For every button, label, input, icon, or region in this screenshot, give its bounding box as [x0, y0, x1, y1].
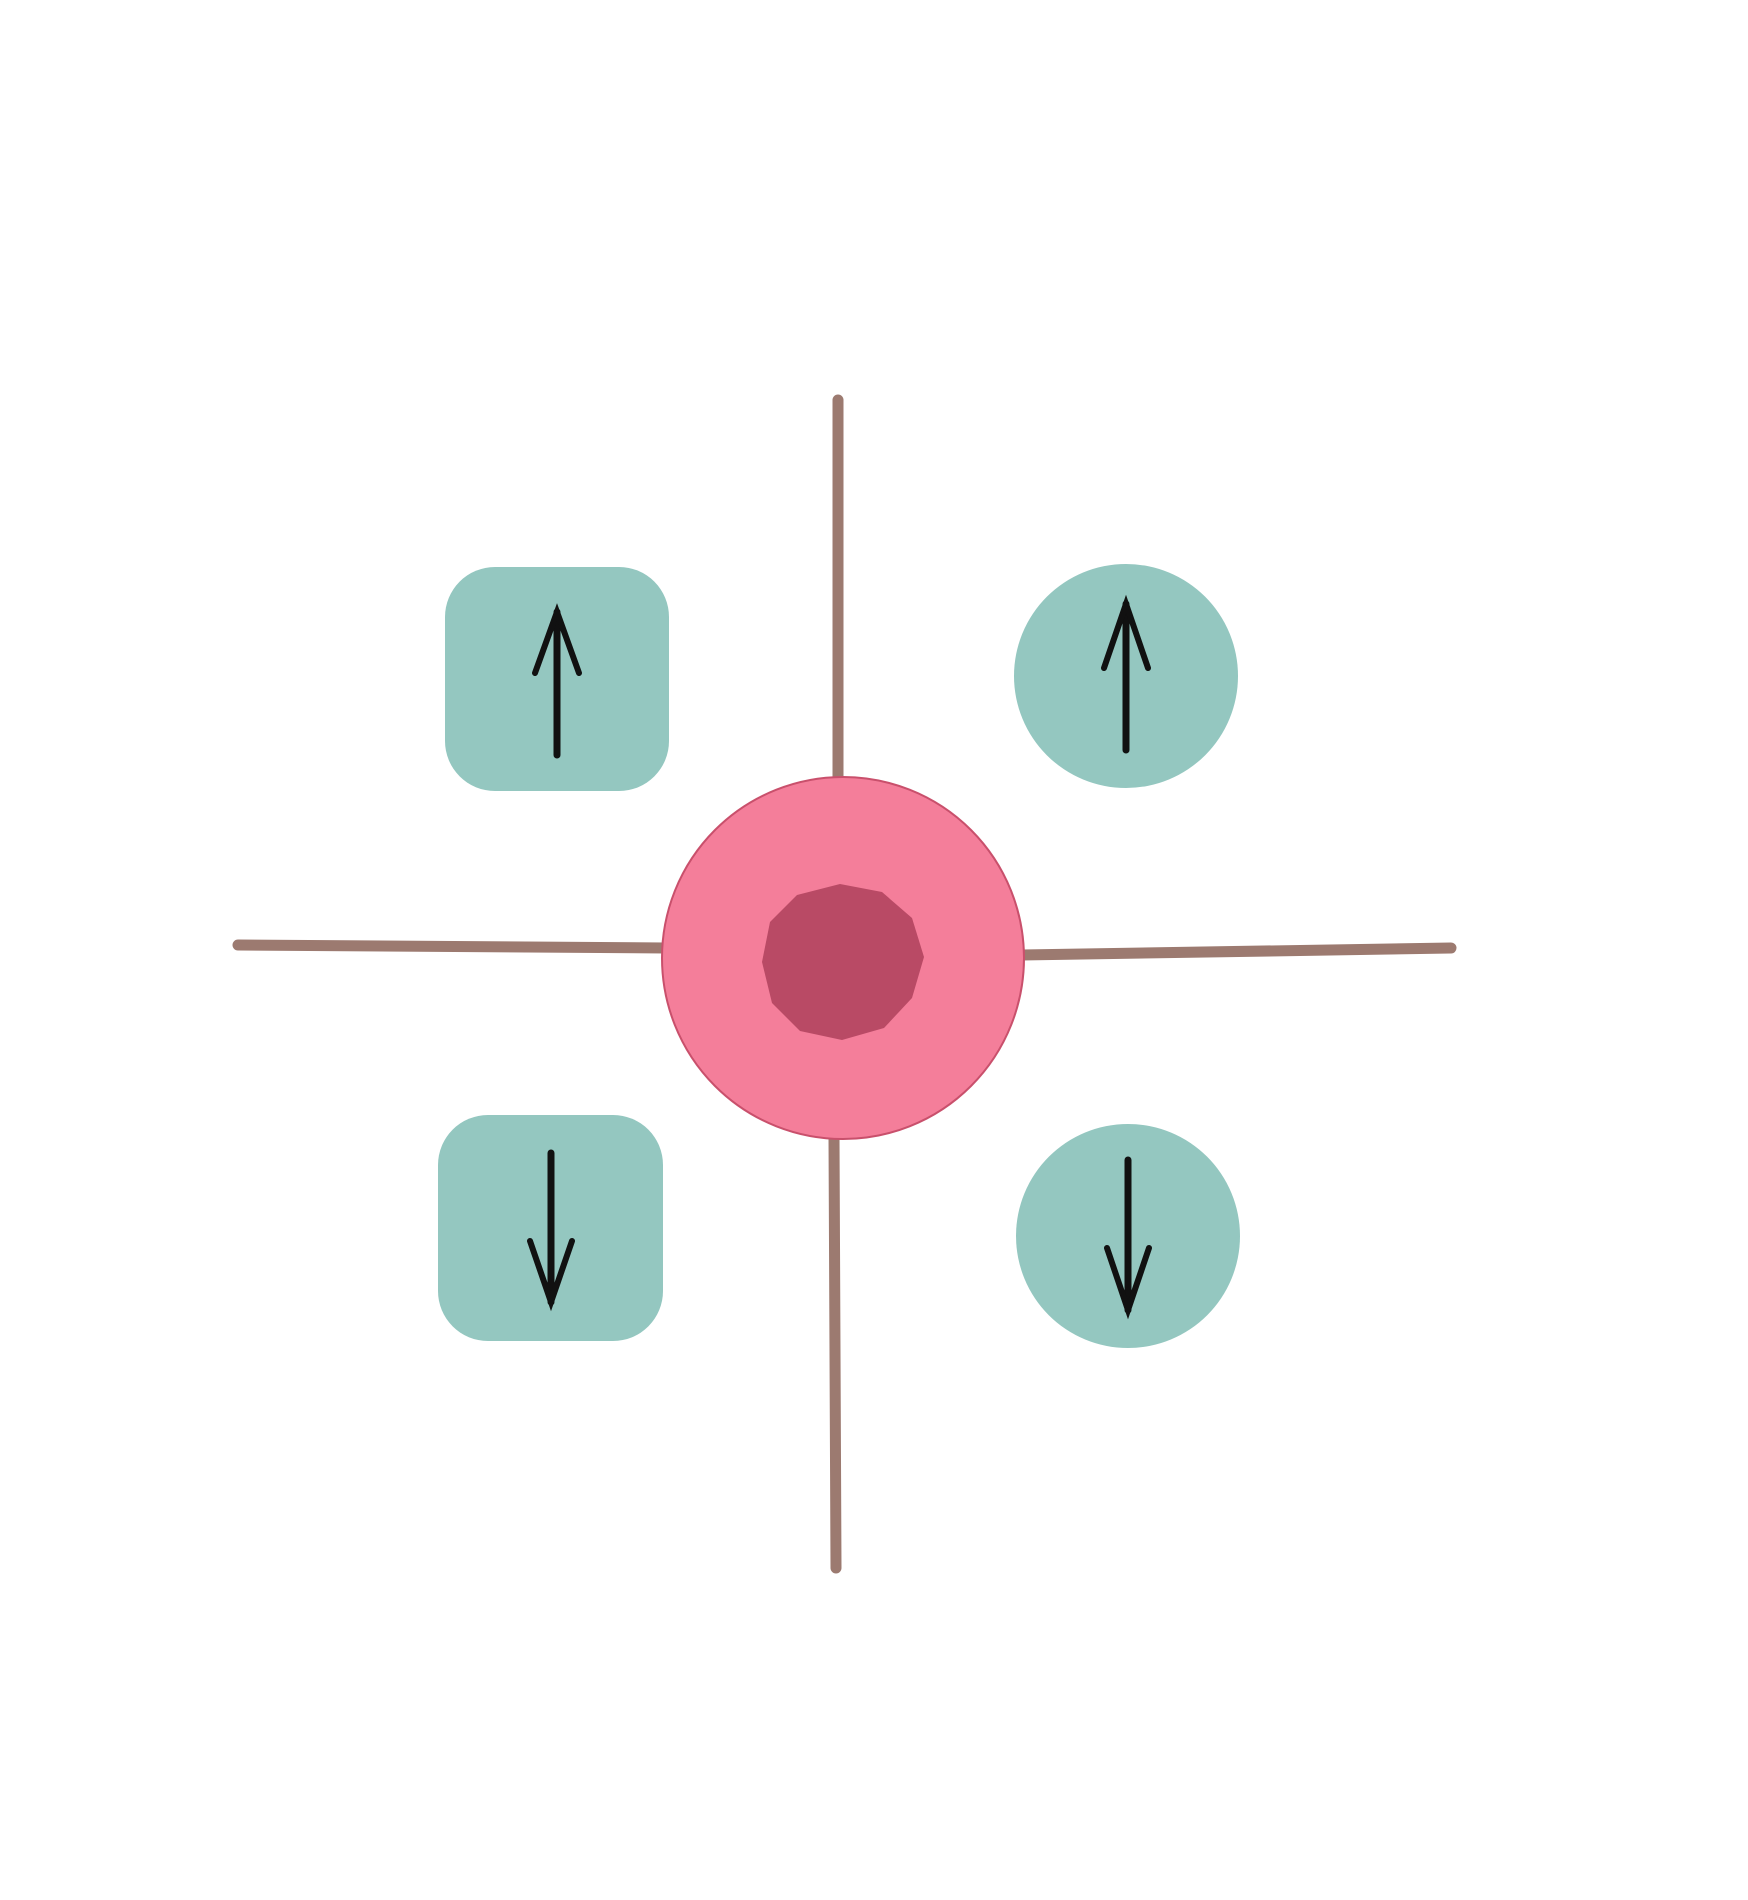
axis-line-bottom: [828, 1131, 842, 1574]
up-arrow-icon: [532, 603, 582, 759]
up-arrow-icon: [1101, 594, 1151, 754]
tile-upper-right: [1014, 564, 1238, 788]
axis-line-left: [232, 939, 672, 954]
down-arrow-icon: [527, 1149, 575, 1312]
tile-lower-left: [438, 1115, 663, 1341]
axis-line-right: [1016, 942, 1457, 961]
tile-upper-left: [445, 567, 669, 791]
tile-lower-right: [1016, 1124, 1240, 1348]
center-inner-disc: [762, 884, 924, 1040]
down-arrow-icon: [1104, 1156, 1152, 1320]
